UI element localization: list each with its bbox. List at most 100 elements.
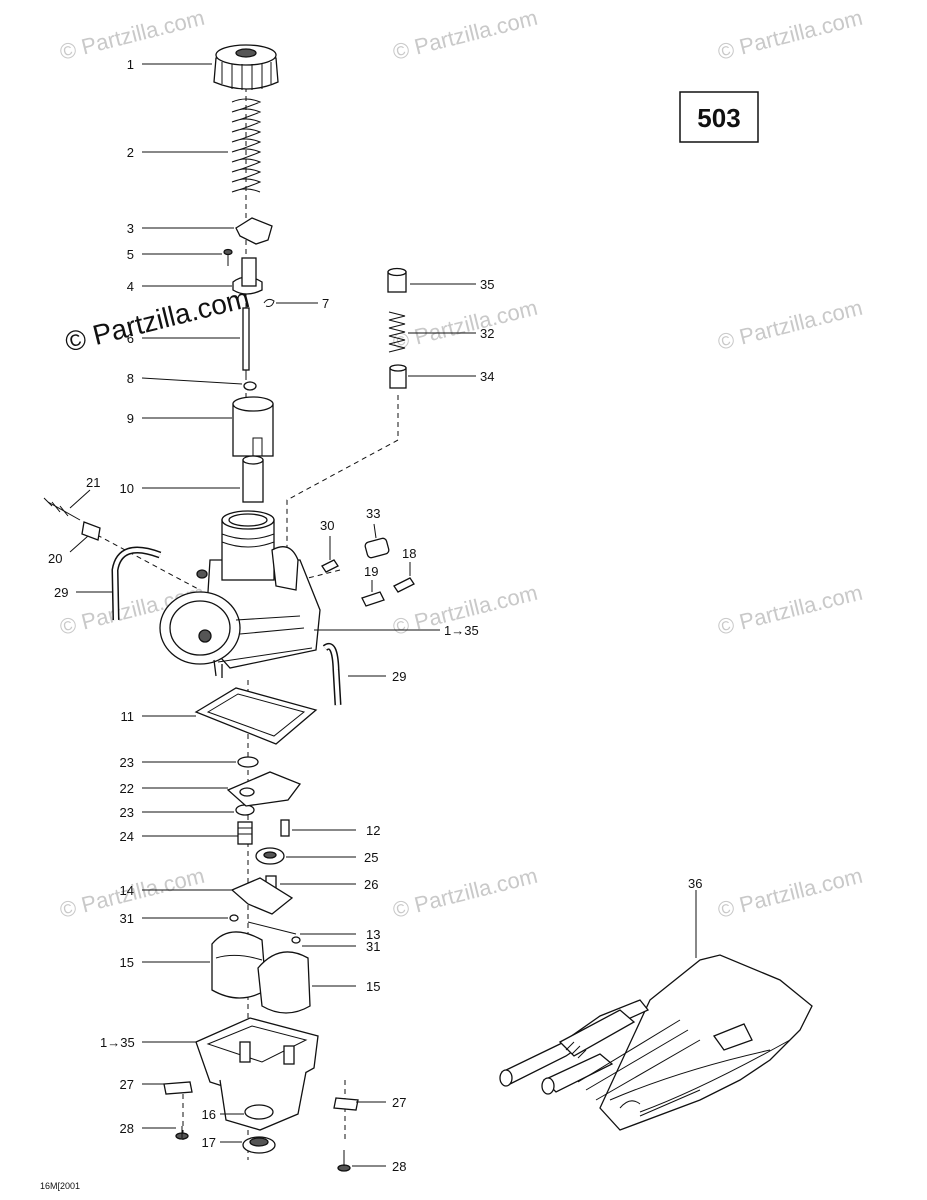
callout-27b: 27 <box>392 1095 406 1110</box>
part-oring-23a <box>237 756 259 768</box>
part-spring <box>231 98 262 193</box>
callout-3: 3 <box>127 221 134 236</box>
watermark: © Partzilla.com <box>715 295 865 355</box>
callout-15b: 15 <box>366 979 380 994</box>
callouts: 1 2 3 5 4 6 7 8 9 10 35 32 34 21 20 29 3… <box>48 57 702 1174</box>
part-hose-29-right-inner <box>323 644 340 706</box>
callout-13: 13 <box>366 927 380 942</box>
part-float-15a <box>211 931 267 999</box>
callout-9: 9 <box>127 411 134 426</box>
watermark: © Partzilla.com <box>390 295 540 355</box>
part-screw-28a <box>175 1126 189 1140</box>
part-gasket-16 <box>244 1104 274 1120</box>
part-hose-29-left-inner <box>112 548 161 621</box>
part-needle-holder <box>232 257 263 295</box>
part-drain-plug-17 <box>242 1136 276 1154</box>
part-screw-28b <box>337 1150 351 1172</box>
callout-7: 7 <box>322 296 329 311</box>
watermark: © Partzilla.com <box>715 580 865 640</box>
part-washer-8 <box>243 381 257 391</box>
callout-20: 20 <box>48 551 62 566</box>
callout-17: 17 <box>202 1135 216 1150</box>
diagram-code: 503 <box>697 103 740 133</box>
callout-28a: 28 <box>120 1121 134 1136</box>
callout-23b: 23 <box>120 805 134 820</box>
part-pilot-jet-12 <box>280 819 290 837</box>
part-gasket-11 <box>194 687 318 745</box>
part-clip-plate <box>235 217 273 245</box>
watermark-bold: © Partzilla.com <box>62 282 253 358</box>
callout-30: 30 <box>320 518 334 533</box>
callout-36: 36 <box>688 876 702 891</box>
watermark: © Partzilla.com <box>715 863 865 923</box>
callout-5: 5 <box>127 247 134 262</box>
callout-10: 10 <box>120 481 134 496</box>
part-plate-22-hole <box>239 787 255 797</box>
part-jet-24 <box>237 821 253 845</box>
callout-2: 2 <box>127 145 134 160</box>
callout-31a: 31 <box>120 911 134 926</box>
part-float-pin-13 <box>247 921 297 935</box>
part-seat-25 <box>255 847 285 865</box>
part-screw-19 <box>361 591 385 607</box>
watermark: © Partzilla.com <box>715 5 865 65</box>
part-screw-18 <box>393 577 415 593</box>
part-float-15b <box>257 951 311 1014</box>
callout-29a: 29 <box>54 585 68 600</box>
part-spring-32 <box>388 311 406 353</box>
part-plunger-34 <box>389 364 407 389</box>
part-float-arm-14 <box>230 877 294 915</box>
callout-29b: 29 <box>392 669 406 684</box>
part-washer-31b <box>291 936 301 944</box>
callout-35: 35 <box>480 277 494 292</box>
part-adjuster-20 <box>81 521 101 541</box>
part-tool-kit-36 <box>499 954 813 1131</box>
callout-27a: 27 <box>120 1077 134 1092</box>
callout-11: 11 <box>121 709 135 724</box>
callout-24: 24 <box>120 829 134 844</box>
part-screw-5 <box>223 248 233 266</box>
part-plate-22 <box>226 771 302 807</box>
part-cap <box>213 44 279 90</box>
diagram-code-box <box>679 91 759 143</box>
callout-14: 14 <box>120 883 134 898</box>
part-adjuster-35 <box>387 267 407 293</box>
callout-25: 25 <box>364 850 378 865</box>
part-needle <box>242 307 250 378</box>
watermark: © Partzilla.com <box>57 5 207 65</box>
callout-23a: 23 <box>120 755 134 770</box>
callout-18: 18 <box>402 546 416 561</box>
part-washer-31a <box>229 914 239 922</box>
part-valve-stem <box>242 455 264 503</box>
part-oring-23b <box>235 804 255 816</box>
part-clip-7 <box>263 298 275 307</box>
callout-range-a: 1→35 <box>444 623 479 638</box>
callout-22: 22 <box>120 781 134 796</box>
part-clip-27a <box>163 1081 193 1095</box>
callout-6: 6 <box>127 331 134 346</box>
watermark: © Partzilla.com <box>390 5 540 65</box>
part-throttle-valve <box>232 396 274 457</box>
callout-28b: 28 <box>392 1159 406 1174</box>
callout-31b: 31 <box>366 939 380 954</box>
callout-16: 16 <box>202 1107 216 1122</box>
callout-33: 33 <box>366 506 380 521</box>
part-cap-33 <box>364 537 390 559</box>
callout-4: 4 <box>127 279 134 294</box>
part-gasket-11-inner <box>206 693 306 737</box>
figure-code: 16M[2001 <box>40 1181 80 1191</box>
part-carburetor-body <box>159 510 321 678</box>
callout-19: 19 <box>364 564 378 579</box>
callout-range-b: 1→35 <box>100 1035 135 1050</box>
callout-8: 8 <box>127 371 134 386</box>
callout-34: 34 <box>480 369 494 384</box>
watermark: © Partzilla.com <box>390 863 540 923</box>
callout-12: 12 <box>366 823 380 838</box>
part-float-bowl <box>195 1017 319 1131</box>
callout-1: 1 <box>127 57 134 72</box>
part-cable-21 <box>43 497 81 521</box>
callout-32: 32 <box>480 326 494 341</box>
callout-15a: 15 <box>120 955 134 970</box>
part-clip-27b <box>333 1097 359 1111</box>
